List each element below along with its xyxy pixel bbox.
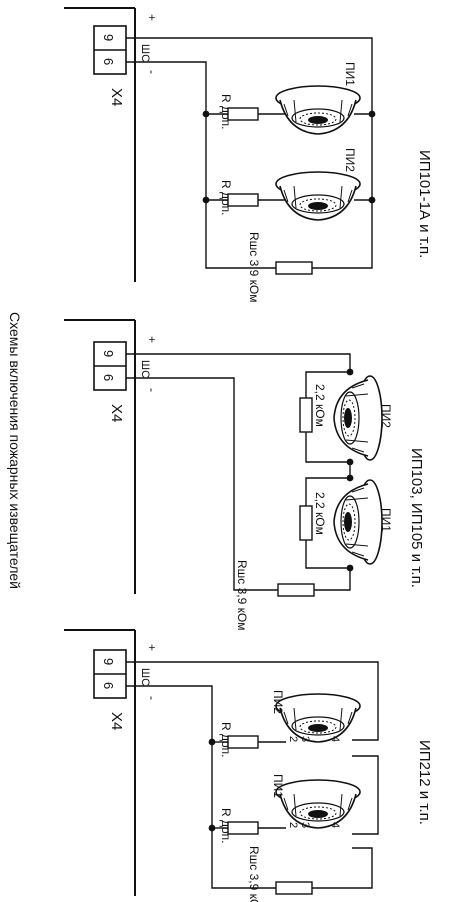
r-end-label-2: Rшс 3,9 кОм: [235, 560, 249, 630]
minus-label-1: -: [145, 70, 159, 74]
plus-label-2: +: [145, 336, 159, 343]
r-add-label-3a: R доп.: [219, 722, 233, 758]
page-title: Схемы включения пожарных извещателей: [7, 312, 23, 589]
connector-label-3: X4: [108, 712, 125, 730]
det-label-3-pi2: ПИ2: [271, 690, 285, 714]
connector-label-2: X4: [108, 404, 125, 422]
det-label-3-pi1: ПИ1: [271, 774, 285, 798]
r-add-label-1a: R доп.: [219, 94, 233, 130]
resistor-end-2: [277, 583, 315, 597]
loop-label-2: ШС: [139, 360, 151, 378]
plus-label-3: +: [145, 644, 159, 651]
scheme-caption-3: ИП212 и т.п.: [416, 740, 433, 825]
minus-label-2: -: [145, 388, 159, 392]
scheme-ip103: [64, 319, 383, 597]
det-label-1-pi1: ПИ1: [343, 62, 357, 86]
detector-3-pi2: [275, 693, 361, 743]
terminal-4-label-3b: 4: [329, 822, 341, 828]
pin-9-label-3: 9: [101, 658, 116, 665]
resistor-end-3: [275, 881, 313, 895]
det-label-1-pi2: ПИ2: [343, 148, 357, 172]
det-label-2-pi2: ПИ2: [379, 404, 393, 428]
detector-1-pi2: [275, 171, 361, 221]
resistor-det-2b: [299, 505, 313, 541]
r-det-label-2a: 2,2 кОм: [313, 384, 327, 427]
scheme-ip101: [64, 7, 376, 282]
detector-2-pi2: [333, 375, 383, 461]
r-add-label-1b: R доп.: [219, 180, 233, 216]
resistor-add-3b: [227, 821, 259, 835]
r-end-label-1: Rшс 3,9 кОм: [247, 232, 261, 302]
pin-6-label-3: 6: [101, 682, 116, 689]
pin-6-label-1: 6: [101, 58, 116, 65]
r-det-label-2b: 2,2 кОм: [313, 492, 327, 535]
pin-6-label-2: 6: [101, 374, 116, 381]
scheme-caption-1: ИП101-1А и т.п.: [416, 150, 433, 258]
terminal-4-label-3a: 4: [329, 736, 341, 742]
det-label-2-pi1: ПИ1: [379, 508, 393, 532]
scheme-caption-2: ИП103, ИП105 и т.п.: [408, 448, 425, 588]
loop-label-1: ШС: [139, 44, 151, 62]
plus-label-1: +: [145, 14, 159, 21]
connector-label-1: X4: [108, 88, 125, 106]
scheme-ip212: [64, 629, 379, 896]
resistor-add-1b: [227, 193, 259, 207]
terminal-2-label-3a: 2: [287, 736, 299, 742]
detector-2-pi1: [333, 479, 383, 565]
pin-9-label-2: 9: [101, 350, 116, 357]
terminal-3-label-3b: 3: [299, 822, 311, 828]
resistor-end-1: [275, 261, 313, 275]
terminal-2-label-3b: 2: [287, 822, 299, 828]
minus-label-3: -: [145, 696, 159, 700]
pin-9-label-1: 9: [101, 34, 116, 41]
terminal-3-label-3a: 3: [299, 736, 311, 742]
resistor-add-1a: [227, 107, 259, 121]
detector-3-pi1: [275, 779, 361, 829]
detector-1-pi1: [275, 85, 361, 135]
r-add-label-3b: R доп.: [219, 808, 233, 844]
resistor-det-2a: [299, 397, 313, 433]
r-end-label-3: Rшс 3,9 кОм: [247, 846, 261, 902]
resistor-add-3a: [227, 735, 259, 749]
loop-label-3: ШС: [139, 668, 151, 686]
